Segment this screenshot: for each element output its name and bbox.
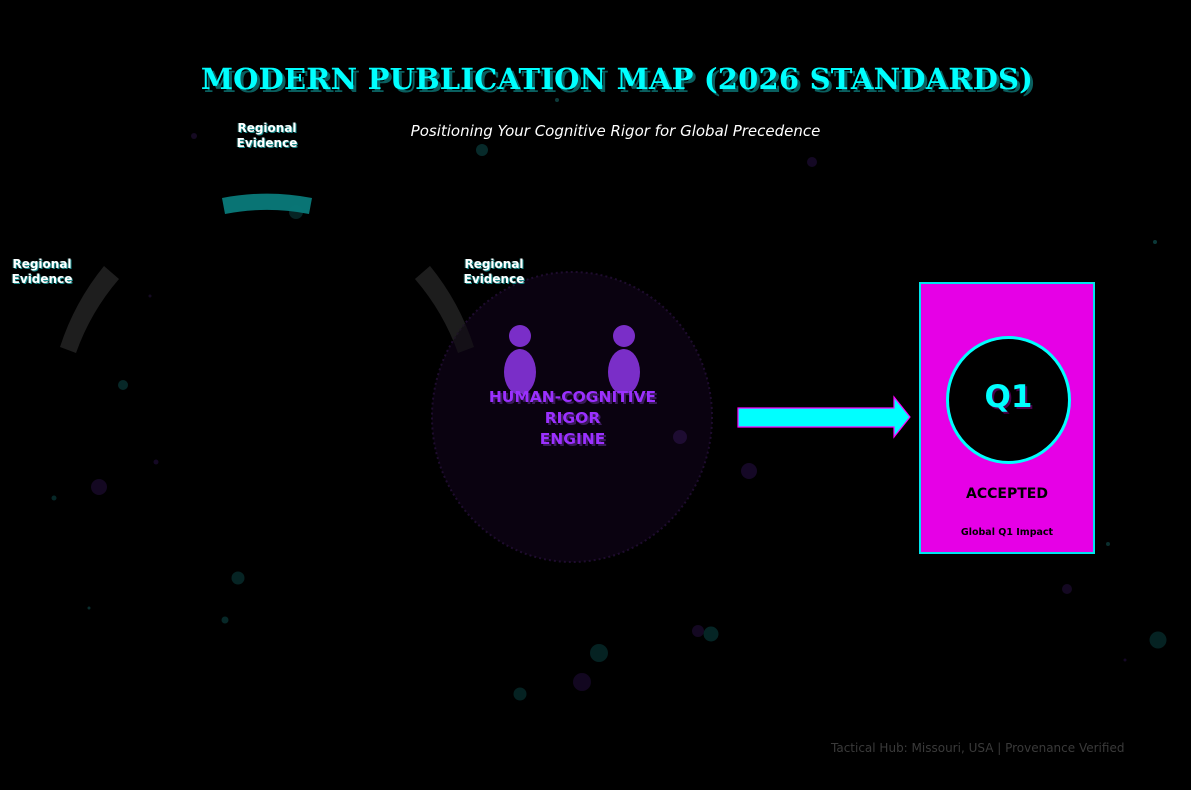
status-label: ACCEPTED [966, 486, 1048, 502]
regional-arc-top[interactable] [222, 193, 312, 214]
regional-label-left: Regional Evidence [0, 257, 97, 287]
label-line: Evidence [236, 136, 298, 150]
result-card[interactable]: Q1 ACCEPTED Global Q1 Impact [919, 282, 1095, 554]
engine-label: HUMAN-COGNITIVE RIGOR ENGINE [440, 387, 705, 450]
engine-label-line3: ENGINE [539, 430, 606, 448]
engine-label-line1: HUMAN-COGNITIVE [488, 388, 657, 406]
q1-badge-text: Q1 [984, 379, 1033, 415]
label-line: Evidence [463, 272, 525, 286]
label-line: Regional [464, 257, 524, 271]
regional-arc-left[interactable] [60, 266, 119, 353]
engine-node[interactable] [415, 266, 713, 563]
label-line: Regional [12, 257, 72, 271]
footer-note: Tactical Hub: Missouri, USA | Provenance… [831, 741, 1125, 755]
q1-badge: Q1 [946, 336, 1071, 464]
right-arrow-icon [737, 395, 911, 439]
page-title: MODERN PUBLICATION MAP (2026 STANDARDS) [200, 62, 1034, 96]
two-people-icon [504, 325, 640, 395]
impact-caption: Global Q1 Impact [960, 527, 1054, 538]
label-line: Evidence [11, 272, 73, 286]
engine-label-line2: RIGOR [544, 409, 601, 427]
page-subtitle: Positioning Your Cognitive Rigor for Glo… [410, 122, 821, 140]
regional-label-right: Regional Evidence [439, 257, 549, 287]
label-line: Regional [237, 121, 297, 135]
regional-label-top: Regional Evidence [212, 121, 322, 151]
